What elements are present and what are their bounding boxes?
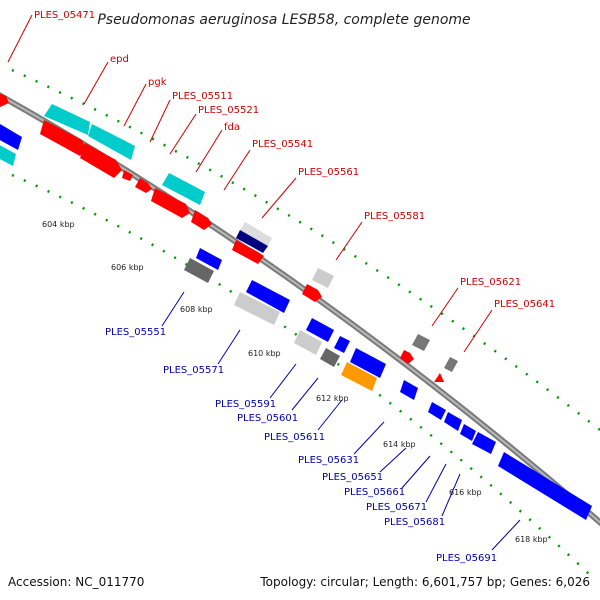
gene-fda-cyan[interactable] xyxy=(162,173,205,205)
gene-ples-05601-blue[interactable] xyxy=(334,336,350,353)
leader-ples-05681 xyxy=(441,473,461,517)
gene-label-ples-05541: PLES_05541 xyxy=(252,139,313,150)
leader-ples-05581 xyxy=(335,221,363,261)
accession-text: Accession: NC_011770 xyxy=(8,575,144,589)
gene-ples-05651[interactable] xyxy=(428,402,446,420)
leader-ples-05541 xyxy=(223,149,251,191)
leader-ples-05631 xyxy=(353,421,385,455)
gene-ples-05621[interactable] xyxy=(412,334,430,351)
leader-lines-top xyxy=(7,14,493,353)
leader-ples-05671 xyxy=(425,463,447,503)
gene-label-fda: fda xyxy=(224,122,240,133)
ruler-label-616: 616 kbp xyxy=(449,488,482,497)
leader-ples-05651 xyxy=(379,447,407,473)
tick-track-inner xyxy=(11,173,591,576)
leader-ples-05551 xyxy=(161,291,185,327)
leader-pgk xyxy=(123,83,147,127)
gene-pgk[interactable] xyxy=(88,124,135,160)
gene-ples-05611[interactable] xyxy=(341,362,377,391)
gene-label-ples-05581: PLES_05581 xyxy=(364,211,425,222)
gene-ples-05561-red[interactable] xyxy=(232,240,264,264)
leader-ples-05611 xyxy=(317,399,343,431)
leader-epd xyxy=(83,61,109,105)
gene-ples-05471[interactable] xyxy=(0,92,9,107)
gene-label-ples-05641: PLES_05641 xyxy=(494,299,555,310)
gene-label-pgk: pgk xyxy=(148,77,167,88)
gene-left-cyan[interactable] xyxy=(0,143,16,166)
gene-ples-05541[interactable] xyxy=(191,210,212,230)
gene-label-ples-05621: PLES_05621 xyxy=(460,277,521,288)
ruler-label-608: 608 kbp xyxy=(180,305,213,314)
gene-left-blue[interactable] xyxy=(0,124,22,150)
leader-ples-05511 xyxy=(149,99,171,143)
leader-ples-05471 xyxy=(7,14,33,63)
leader-lines-bottom xyxy=(161,291,521,551)
gene-label-ples-05651: PLES_05651 xyxy=(322,472,383,483)
leader-ples-05571 xyxy=(217,329,241,365)
gene-label-ples-05471: PLES_05471 xyxy=(34,10,95,21)
gene-ples-05521[interactable] xyxy=(135,178,152,193)
topology-text: Topology: circular; Length: 6,601,757 bp… xyxy=(259,575,590,589)
gene-ples-05621-red[interactable] xyxy=(400,350,414,364)
gene-label-ples-05601: PLES_05601 xyxy=(237,413,298,424)
leader-fda xyxy=(195,129,223,173)
gene-label-ples-05571: PLES_05571 xyxy=(163,365,224,376)
gene-epd[interactable] xyxy=(44,104,90,135)
gene-ples-05591[interactable] xyxy=(294,330,322,355)
gene-ples-05571[interactable] xyxy=(234,292,280,325)
leader-ples-05641 xyxy=(463,309,493,353)
gene-ples-05551[interactable] xyxy=(184,258,214,283)
leader-ples-05621 xyxy=(431,287,459,327)
gene-label-ples-05661: PLES_05661 xyxy=(344,487,405,498)
tick-track-outer xyxy=(11,68,600,431)
gene-label-ples-05631: PLES_05631 xyxy=(298,455,359,466)
gene-label-ples-05561: PLES_05561 xyxy=(298,167,359,178)
gene-ples-05611-blue[interactable] xyxy=(350,348,386,378)
gene-ples-05591-blue[interactable] xyxy=(306,318,334,342)
gene-pgk-red[interactable] xyxy=(80,143,122,178)
map-title: Pseudomonas aeruginosa LESB58, complete … xyxy=(97,12,470,28)
gene-ples-05571-blue[interactable] xyxy=(246,280,290,313)
gene-ples-05551-blue[interactable] xyxy=(196,248,222,270)
gene-label-ples-05511: PLES_05511 xyxy=(172,91,233,102)
gene-ples-05691[interactable] xyxy=(498,452,592,520)
gene-ples-05561[interactable] xyxy=(236,230,268,253)
gene-label-epd: epd xyxy=(110,54,129,65)
gene-ples-05631[interactable] xyxy=(400,380,418,400)
leader-ples-05601 xyxy=(291,377,319,411)
gene-ples-05641-red[interactable] xyxy=(434,373,444,382)
ruler-label-618: 618 kbp xyxy=(515,535,548,544)
gene-ples-05561-light[interactable] xyxy=(240,222,272,246)
gene-ples-05581-red[interactable] xyxy=(302,284,322,302)
leader-ples-05521 xyxy=(169,113,197,155)
gene-label-ples-05681: PLES_05681 xyxy=(384,517,445,528)
gene-ples-05671[interactable] xyxy=(460,424,476,441)
leader-ples-05591 xyxy=(269,363,297,399)
gene-fda[interactable] xyxy=(151,188,190,218)
gene-label-ples-05591: PLES_05591 xyxy=(215,399,276,410)
gene-ples-05511[interactable] xyxy=(122,170,133,181)
gene-ples-05581[interactable] xyxy=(312,268,334,288)
gene-ples-05661[interactable] xyxy=(444,412,462,431)
ruler-label-612: 612 kbp xyxy=(316,394,349,403)
ruler-label-604: 604 kbp xyxy=(42,220,75,229)
gene-label-ples-05611: PLES_05611 xyxy=(264,432,325,443)
gene-label-ples-05691: PLES_05691 xyxy=(436,553,497,564)
ruler-label-614: 614 kbp xyxy=(383,440,416,449)
leader-ples-05691 xyxy=(491,519,521,551)
gene-label-ples-05551: PLES_05551 xyxy=(105,327,166,338)
gene-ples-05641[interactable] xyxy=(444,357,458,372)
ruler-label-606: 606 kbp xyxy=(111,263,144,272)
gene-label-ples-05671: PLES_05671 xyxy=(366,502,427,513)
gene-ples-05681[interactable] xyxy=(472,432,496,454)
gene-epd-red[interactable] xyxy=(40,120,86,156)
leader-ples-05561 xyxy=(261,177,297,219)
leader-ples-05661 xyxy=(401,455,431,489)
ruler-label-610: 610 kbp xyxy=(248,349,281,358)
gene-label-ples-05521: PLES_05521 xyxy=(198,105,259,116)
gene-ples-05601[interactable] xyxy=(320,348,340,367)
